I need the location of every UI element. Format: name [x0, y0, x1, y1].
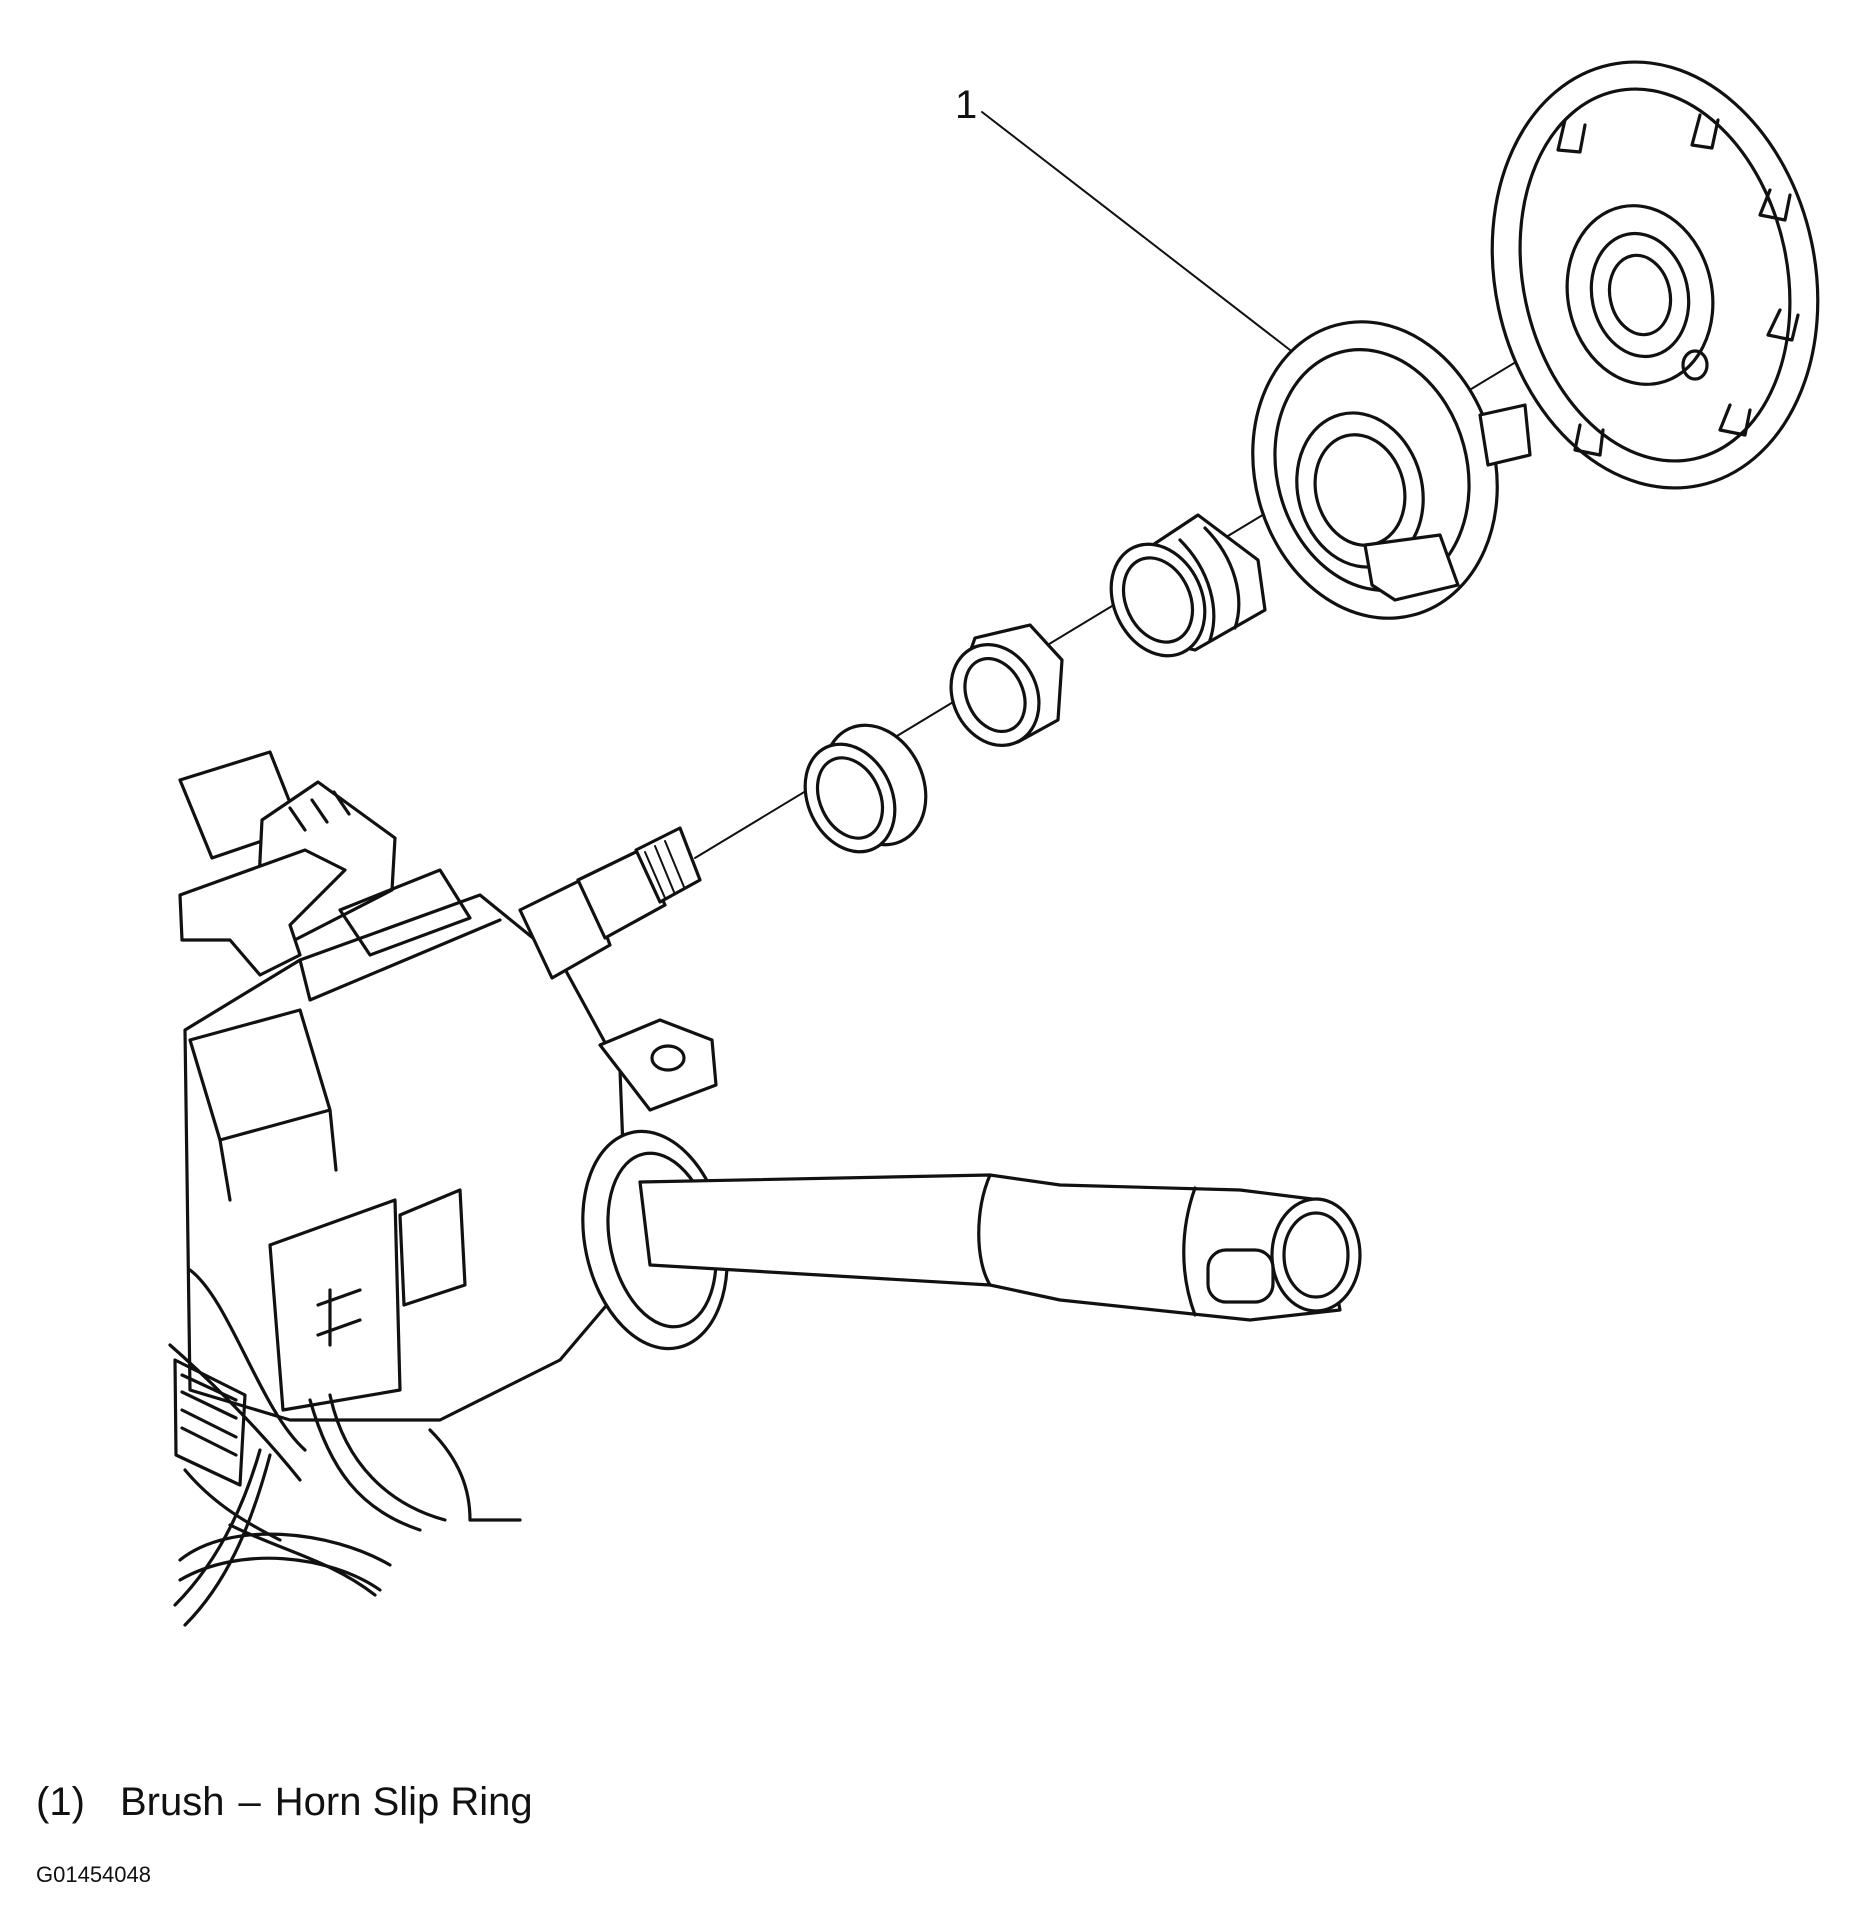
- steering-wheel-hub-plate: [1490, 60, 1820, 490]
- legend-item-separator: –: [238, 1780, 261, 1824]
- callout-1-leader: [981, 111, 1291, 351]
- turn-signal-switch-housing: [168, 750, 718, 1627]
- steering-shaft: [518, 826, 702, 980]
- horn-slip-ring-brush: [1251, 320, 1532, 620]
- legend-item-number: (1): [36, 1780, 85, 1824]
- multifunction-lever: [581, 1129, 1362, 1351]
- callout-1-number: 1: [955, 83, 977, 127]
- lower-bearing-ring: [803, 723, 928, 854]
- spring: [1109, 513, 1267, 658]
- legend: (1) Brush–Horn Slip Ring: [36, 1778, 533, 1826]
- legend-item-part: Brush: [120, 1780, 225, 1824]
- hex-nut: [949, 623, 1064, 747]
- legend-item-description: Horn Slip Ring: [274, 1780, 533, 1824]
- figure-code: G01454048: [36, 1862, 151, 1887]
- legend-item: (1) Brush–Horn Slip Ring: [36, 1778, 533, 1826]
